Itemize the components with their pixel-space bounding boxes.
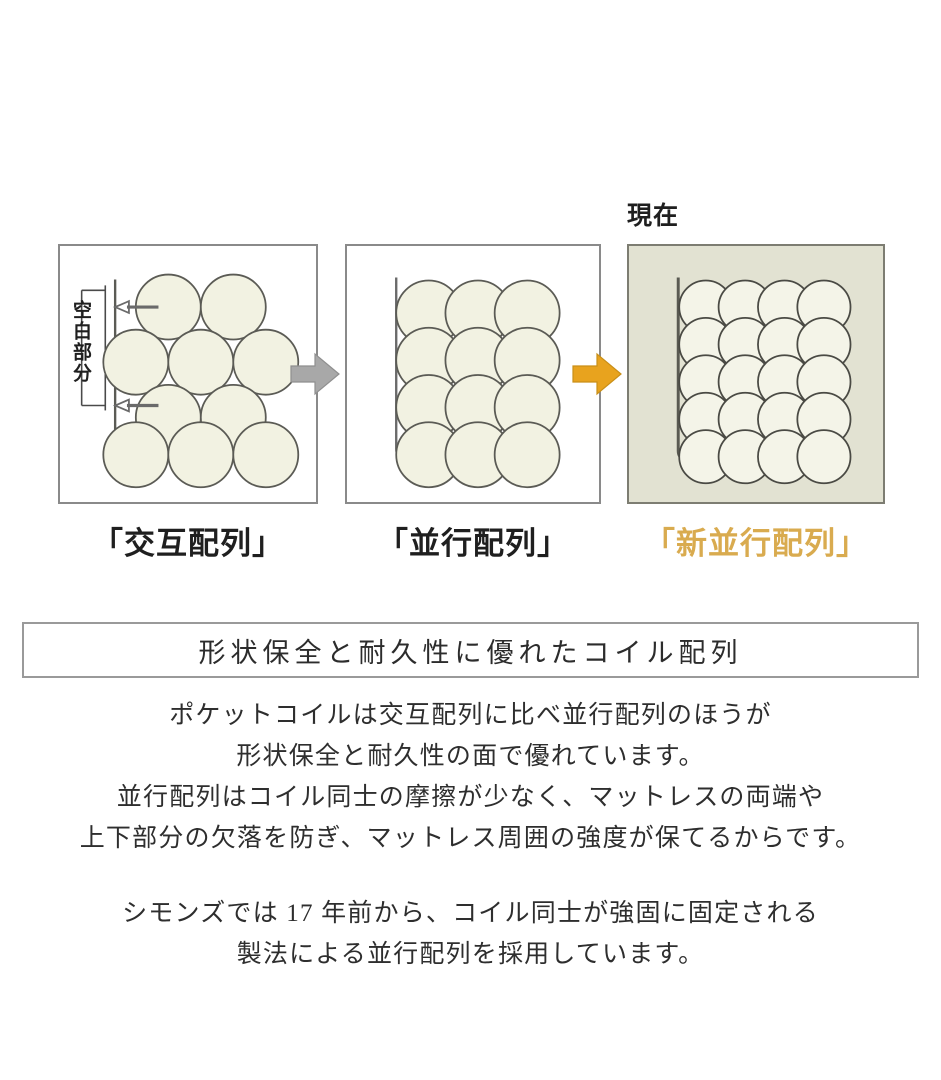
blank-space-bracket xyxy=(80,285,107,411)
now-label: 現在 xyxy=(627,202,680,230)
copy-line: ポケットコイルは交互配列に比べ並行配列のほうが xyxy=(169,702,772,729)
coil-arrangement-diagram: 現在 xyxy=(58,202,885,561)
panel-parallel-arrangement xyxy=(345,244,601,504)
caption-cross-arrangement: 「交互配列」 xyxy=(92,526,284,561)
copy-line: シモンズでは 17 年前から、コイル同士が強固に固定される xyxy=(122,900,819,927)
copy-line: 製法による並行配列を採用しています。 xyxy=(236,941,705,968)
panel-cross-arrangement xyxy=(58,244,318,504)
body-copy: ポケットコイルは交互配列に比べ並行配列のほうが 形状保全と耐久性の面で優れていま… xyxy=(0,695,941,975)
copy-line: 並行配列はコイル同士の摩擦が少なく、マットレスの両端や xyxy=(116,784,825,811)
caption-parallel-arrangement: 「並行配列」 xyxy=(377,526,569,561)
arrow-right-orange-icon xyxy=(572,352,622,396)
paragraph: ポケットコイルは交互配列に比べ並行配列のほうが 形状保全と耐久性の面で優れていま… xyxy=(0,695,941,859)
arrow-right-gray-icon xyxy=(290,352,340,396)
caption-new-parallel-arrangement: 「新並行配列」 xyxy=(644,526,868,561)
panel-3-coils xyxy=(676,277,852,485)
headline-box: 形状保全と耐久性に優れたコイル配列 xyxy=(22,622,919,678)
panel-1-coils xyxy=(80,273,300,489)
panel-new-parallel-arrangement xyxy=(627,244,885,504)
copy-line: 形状保全と耐久性の面で優れています。 xyxy=(236,743,705,770)
copy-line: 上下部分の欠落を防ぎ、マットレス周囲の強度が保てるからです。 xyxy=(79,825,862,852)
paragraph: シモンズでは 17 年前から、コイル同士が強固に固定される 製法による並行配列を… xyxy=(0,893,941,975)
gap-pointer-arrows xyxy=(112,299,159,413)
headline-text: 形状保全と耐久性に優れたコイル配列 xyxy=(198,637,743,668)
blank-space-label: 空白部分 xyxy=(70,300,91,384)
panel-2-coils xyxy=(395,277,561,489)
